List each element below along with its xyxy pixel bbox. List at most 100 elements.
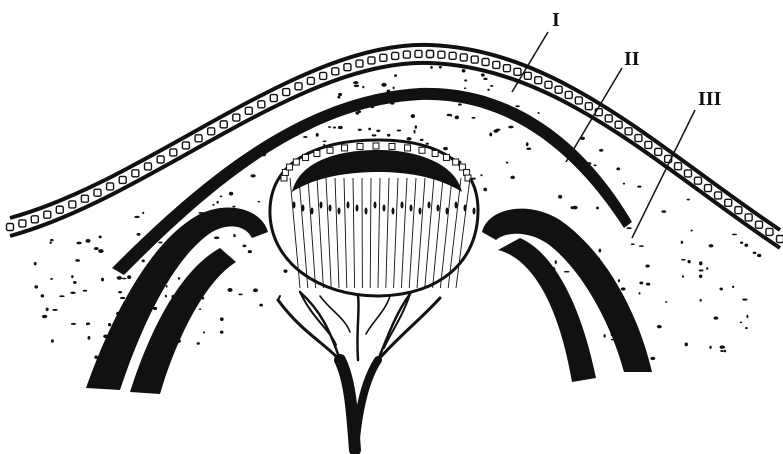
stipple-dot <box>496 129 501 131</box>
stipple-dot <box>322 140 326 142</box>
outer-cell <box>94 189 101 196</box>
stipple-dot <box>248 250 252 253</box>
stipple-dot <box>212 204 214 206</box>
bulb-rim-cell <box>373 143 379 149</box>
stipple-dot <box>719 288 722 291</box>
stipple-dot <box>740 242 743 244</box>
stipple-dot <box>623 183 625 185</box>
stipple-dot <box>699 269 704 271</box>
stipple-dot <box>757 254 761 257</box>
outer-cell <box>19 220 26 227</box>
stipple-dot <box>88 336 91 340</box>
stipple-dot <box>732 234 737 236</box>
stipple-dot <box>599 249 602 253</box>
stipple-dot <box>665 301 667 303</box>
stipple-dot <box>372 134 377 136</box>
stipple-dot <box>142 212 144 214</box>
bulb-rim-cell <box>303 154 309 160</box>
stipple-dot <box>489 132 492 136</box>
stipple-dot <box>42 315 47 318</box>
outer-cell <box>493 61 500 68</box>
stipple-dot <box>450 115 452 117</box>
outer-cell <box>44 211 51 218</box>
stipple-dot <box>558 195 562 199</box>
stipple-dot <box>368 128 371 131</box>
stipple-dot <box>316 133 319 137</box>
stipple-dot <box>328 126 331 128</box>
outer-cell <box>438 51 445 58</box>
stipple-dot <box>699 261 703 265</box>
outer-cell <box>145 163 152 170</box>
stipple-dot <box>75 259 80 262</box>
outer-cell <box>119 176 126 183</box>
outer-cell <box>170 149 177 156</box>
nucleus-dot <box>302 205 305 212</box>
stipple-dot <box>253 288 258 292</box>
stipple-dot <box>51 339 54 342</box>
nucleus-dot <box>392 208 395 215</box>
stipple-dot <box>572 206 577 210</box>
stipple-dot <box>94 247 99 250</box>
stipple-dot <box>232 206 235 208</box>
nucleus-dot <box>473 208 476 215</box>
stipple-dot <box>753 252 757 254</box>
stipple-dot <box>506 162 509 164</box>
outer-cell <box>535 77 542 84</box>
outer-cell <box>482 59 489 66</box>
stipple-dot <box>166 285 168 287</box>
stipple-dot <box>197 342 200 345</box>
bulb-rim-cell <box>293 159 299 165</box>
stipple-dot <box>358 129 362 131</box>
stipple-dot <box>439 66 442 68</box>
outer-cell <box>615 121 622 128</box>
stipple-dot <box>50 278 53 280</box>
stipple-dot <box>594 164 597 166</box>
stipple-dot <box>599 149 603 152</box>
bulb-rim-cell <box>389 143 395 149</box>
stipple-dot <box>645 264 649 267</box>
outer-cell <box>270 95 277 102</box>
stipple-dot <box>41 294 45 297</box>
stipple-dot <box>515 105 519 107</box>
outer-cell <box>283 89 290 96</box>
stipple-dot <box>354 85 359 87</box>
outer-cell <box>403 51 410 58</box>
bulb-rim-cell <box>453 159 459 165</box>
stipple-dot <box>481 73 485 76</box>
outer-cell <box>460 54 467 61</box>
stipple-dot <box>142 259 145 262</box>
stipple-dot <box>744 244 748 247</box>
nucleus-dot <box>338 208 341 215</box>
outer-cell <box>107 183 114 190</box>
stipple-dot <box>284 269 288 273</box>
stipple-dot <box>709 346 711 349</box>
stipple-dot <box>603 334 605 338</box>
stipple-dot <box>71 275 73 278</box>
nucleus-dot <box>383 205 386 212</box>
stipple-dot <box>303 136 307 138</box>
outer-cell <box>56 206 63 213</box>
outer-cell <box>625 128 632 135</box>
stipple-dot <box>199 308 202 310</box>
stipple-dot <box>98 249 104 253</box>
bulb-rim-cell <box>287 164 293 170</box>
outer-cell <box>777 236 783 243</box>
stipple-dot <box>720 345 726 348</box>
stipple-dot <box>216 201 218 204</box>
stipple-dot <box>76 242 81 245</box>
stipple-dot <box>355 111 359 114</box>
outer-cell <box>208 128 215 135</box>
outer-cell <box>332 68 339 75</box>
stipple-dot <box>631 243 635 245</box>
stipple-dot <box>618 279 620 282</box>
stipple-dot <box>381 83 386 87</box>
stipple-dot <box>616 167 620 170</box>
stipple-dot <box>34 285 38 288</box>
stipple-dot <box>687 260 690 263</box>
stipple-dot <box>471 117 475 119</box>
outer-cell <box>704 185 711 192</box>
outer-cell <box>684 170 691 177</box>
outer-cell <box>745 214 752 221</box>
stipple-dot <box>490 85 493 87</box>
stipple-dot <box>86 323 88 325</box>
